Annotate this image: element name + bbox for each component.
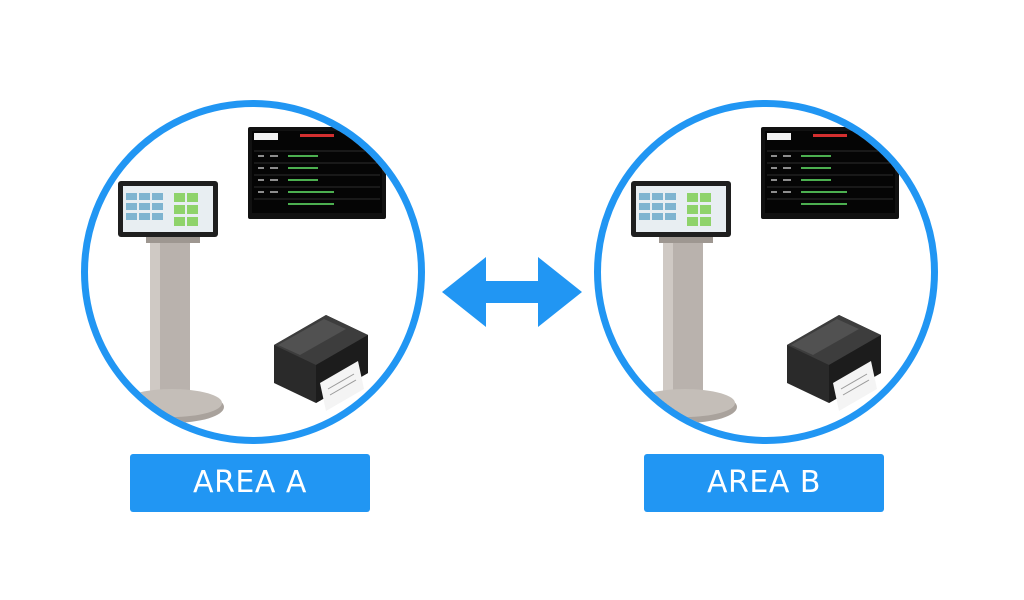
kiosk-icon [118, 181, 224, 423]
kiosk-icon [631, 181, 737, 423]
double-arrow-icon [442, 257, 582, 327]
display-monitor-icon [248, 127, 386, 219]
ticket-printer-icon [787, 315, 881, 411]
ticket-printer-icon [274, 315, 368, 411]
area-a-label: AREA A [130, 454, 370, 512]
display-monitor-icon [761, 127, 899, 219]
area-b-label: AREA B [644, 454, 884, 512]
area-b-circle [594, 100, 938, 444]
area-b-devices [631, 127, 899, 423]
area-a-devices [118, 127, 386, 423]
area-a-circle [81, 100, 425, 444]
